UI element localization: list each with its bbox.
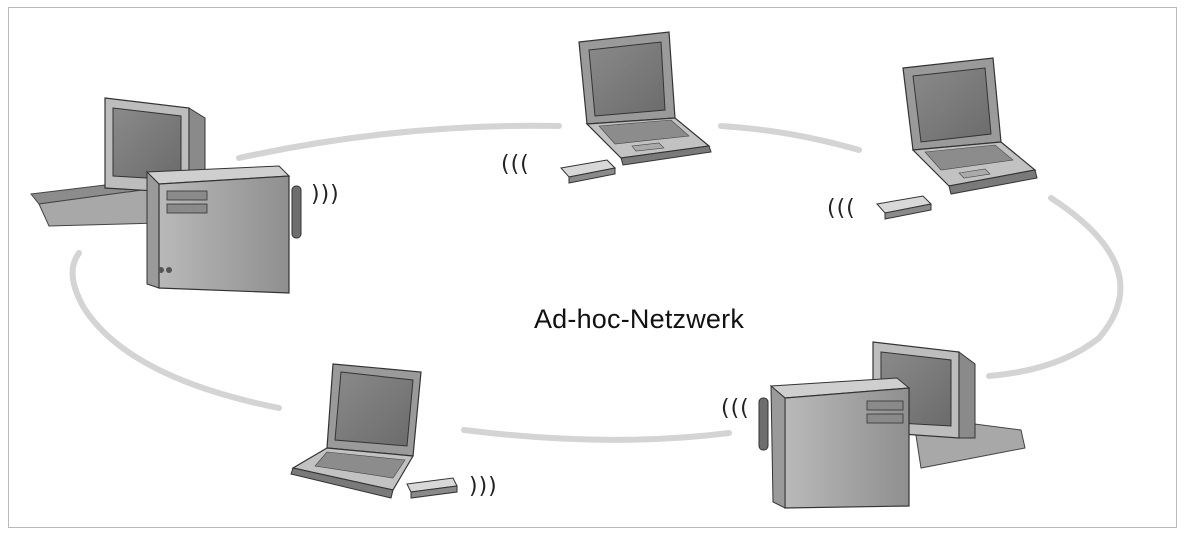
diagram-frame: ((( ((( ))) ))) ((( Ad-hoc-Netzwerk: [8, 7, 1177, 528]
laptop-top-center-icon: [578, 31, 712, 166]
ring-segment-bottom: [461, 427, 732, 443]
laptop-bottom-left-icon: [290, 363, 422, 499]
ring-segment-right: [986, 195, 1124, 379]
pc-card-top-right-icon: [876, 195, 933, 220]
network-diagram: [30, 31, 1124, 509]
diagram-title: Ad-hoc-Netzwerk: [533, 304, 745, 334]
ring-segment-left: [69, 250, 282, 411]
pc-card-top-center-icon: [560, 159, 617, 184]
signal-waves-laptop-top-center: (((: [501, 152, 530, 177]
signal-waves-desktop-bottom-right: (((: [721, 396, 750, 421]
network-ring: [69, 122, 1124, 443]
ring-segment-top-left: [236, 122, 562, 161]
pc-card-bottom-left-icon: [406, 477, 458, 499]
signal-waves-desktop-top-left: ))): [311, 182, 340, 207]
signal-waves-laptop-top-right: (((: [827, 196, 856, 221]
desktop-pc-icon: [30, 97, 302, 294]
ring-segment-top-right: [718, 123, 862, 153]
desktop-pc-bottom-right-icon: [758, 341, 1026, 509]
laptop-top-right-icon: [902, 57, 1038, 195]
signal-waves-laptop-bottom-left: ))): [469, 474, 498, 499]
